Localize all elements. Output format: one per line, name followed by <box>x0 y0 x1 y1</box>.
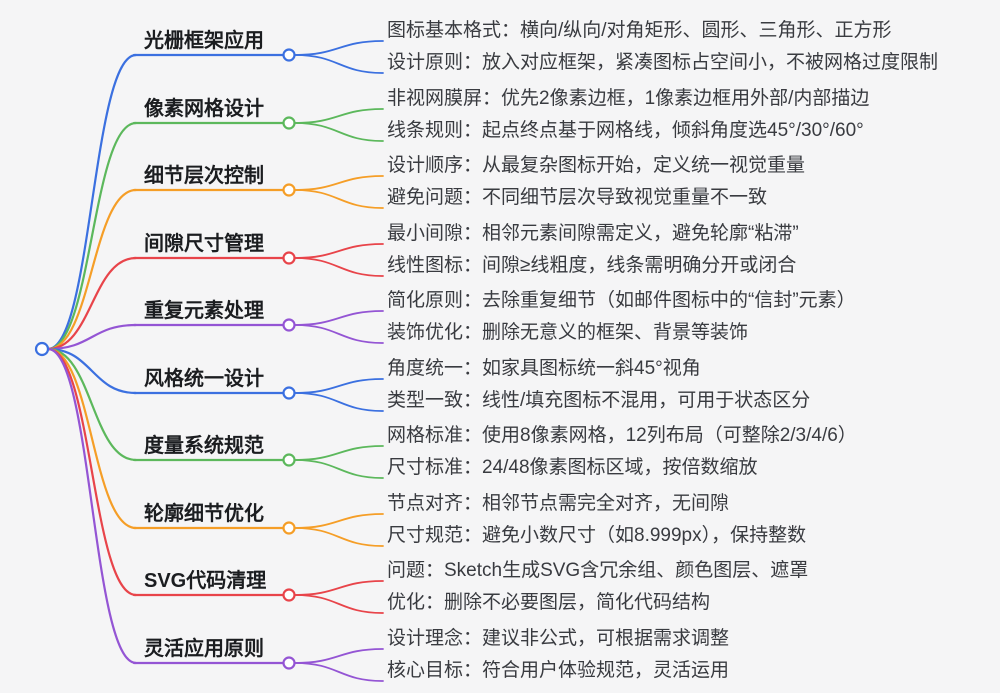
root-branch-curve <box>46 347 138 395</box>
leaf-text[interactable]: 避免问题：不同细节层次导致视觉重量不一致 <box>387 187 768 208</box>
branch-node-circle[interactable] <box>282 318 296 332</box>
branch-leaf-curve <box>294 189 384 209</box>
branch-leaf-curve <box>294 580 384 596</box>
branch-label[interactable]: 间隙尺寸管理 <box>144 233 264 255</box>
branch-leaf-curve <box>294 175 384 191</box>
branch-node-circle[interactable] <box>282 183 296 197</box>
leaf-text[interactable]: 设计原则：放入对应框架，紧凑图标占空间小，不被网格过度限制 <box>387 52 939 73</box>
leaf-text[interactable]: 非视网膜屏：优先2像素边框，1像素边框用外部/内部描边 <box>387 88 870 109</box>
branch-label[interactable]: 像素网格设计 <box>144 98 264 120</box>
leaf-text[interactable]: 问题：Sketch生成SVG含冗余组、颜色图层、遮罩 <box>387 560 809 581</box>
branch-leaf-curve <box>294 54 384 74</box>
root-branch-curve <box>46 188 138 351</box>
branch-leaf-curve <box>294 392 384 412</box>
branch-leaf-curve <box>294 108 384 124</box>
leaf-text[interactable]: 图标基本格式：横向/纵向/对角矩形、圆形、三角形、正方形 <box>387 20 892 41</box>
leaf-text[interactable]: 设计顺序：从最复杂图标开始，定义统一视觉重量 <box>387 155 806 176</box>
leaf-text[interactable]: 尺寸规范：避免小数尺寸（如8.999px），保持整数 <box>387 525 807 546</box>
branch-leaf-curve <box>294 662 384 682</box>
branch-label[interactable]: SVG代码清理 <box>144 570 267 592</box>
branch-node-circle[interactable] <box>282 386 296 400</box>
leaf-text[interactable]: 尺寸标准：24/48像素图标区域，按倍数缩放 <box>387 457 758 478</box>
root-branch-curve <box>46 323 138 351</box>
leaf-text[interactable]: 设计理念：建议非公式，可根据需求调整 <box>387 628 730 649</box>
root-branch-curve <box>46 347 138 530</box>
branch-node-circle[interactable] <box>282 116 296 130</box>
leaf-text[interactable]: 角度统一：如家具图标统一斜45°视角 <box>387 358 701 379</box>
leaf-text[interactable]: 类型一致：线性/填充图标不混用，可用于状态区分 <box>387 390 811 411</box>
branch-label[interactable]: 细节层次控制 <box>144 165 264 187</box>
leaf-text[interactable]: 节点对齐：相邻节点需完全对齐，无间隙 <box>387 493 730 514</box>
branch-leaf-curve <box>294 445 384 461</box>
leaf-text[interactable]: 线条规则：起点终点基于网格线，倾斜角度选45°/30°/60° <box>387 120 864 141</box>
branch-leaf-curve <box>294 324 384 344</box>
root-branch-curve <box>46 347 138 665</box>
branch-label[interactable]: 度量系统规范 <box>144 435 264 457</box>
branch-leaf-curve <box>294 257 384 277</box>
root-branch-curve <box>46 347 138 597</box>
leaf-text[interactable]: 优化：删除不必要图层，简化代码结构 <box>387 592 711 613</box>
branch-node-circle[interactable] <box>282 521 296 535</box>
branch-label[interactable]: 重复元素处理 <box>144 300 264 322</box>
branch-node-circle[interactable] <box>282 588 296 602</box>
branch-leaf-curve <box>294 243 384 259</box>
branch-node-circle[interactable] <box>282 251 296 265</box>
branch-leaf-curve <box>294 310 384 326</box>
branch-node-circle[interactable] <box>282 656 296 670</box>
branch-node-circle[interactable] <box>282 48 296 62</box>
leaf-text[interactable]: 简化原则：去除重复细节（如邮件图标中的“信封”元素） <box>387 290 856 311</box>
branch-leaf-curve <box>294 527 384 547</box>
branch-leaf-curve <box>294 594 384 614</box>
branch-label[interactable]: 灵活应用原则 <box>144 638 264 660</box>
root-branch-curve <box>46 347 138 462</box>
root-branch-curve <box>46 121 138 351</box>
branch-leaf-curve <box>294 378 384 394</box>
leaf-text[interactable]: 最小间隙：相邻元素间隙需定义，避免轮廓“粘滞” <box>387 223 799 244</box>
leaf-text[interactable]: 线性图标：间隙≥线粗度，线条需明确分开或闭合 <box>387 255 797 276</box>
root-node-circle[interactable] <box>34 341 50 357</box>
root-branch-curve <box>46 53 138 351</box>
branch-leaf-curve <box>294 122 384 142</box>
branch-node-circle[interactable] <box>282 453 296 467</box>
leaf-text[interactable]: 装饰优化：删除无意义的框架、背景等装饰 <box>387 322 749 343</box>
branch-label[interactable]: 光栅框架应用 <box>144 30 264 52</box>
branch-label[interactable]: 风格统一设计 <box>144 368 264 390</box>
branch-leaf-curve <box>294 40 384 56</box>
branch-label[interactable]: 轮廓细节优化 <box>144 503 264 525</box>
branch-leaf-curve <box>294 459 384 479</box>
branch-leaf-curve <box>294 513 384 529</box>
leaf-text[interactable]: 核心目标：符合用户体验规范，灵活运用 <box>387 660 730 681</box>
leaf-text[interactable]: 网格标准：使用8像素网格，12列布局（可整除2/3/4/6） <box>387 425 857 446</box>
root-branch-curve <box>46 256 138 351</box>
branch-leaf-curve <box>294 648 384 664</box>
